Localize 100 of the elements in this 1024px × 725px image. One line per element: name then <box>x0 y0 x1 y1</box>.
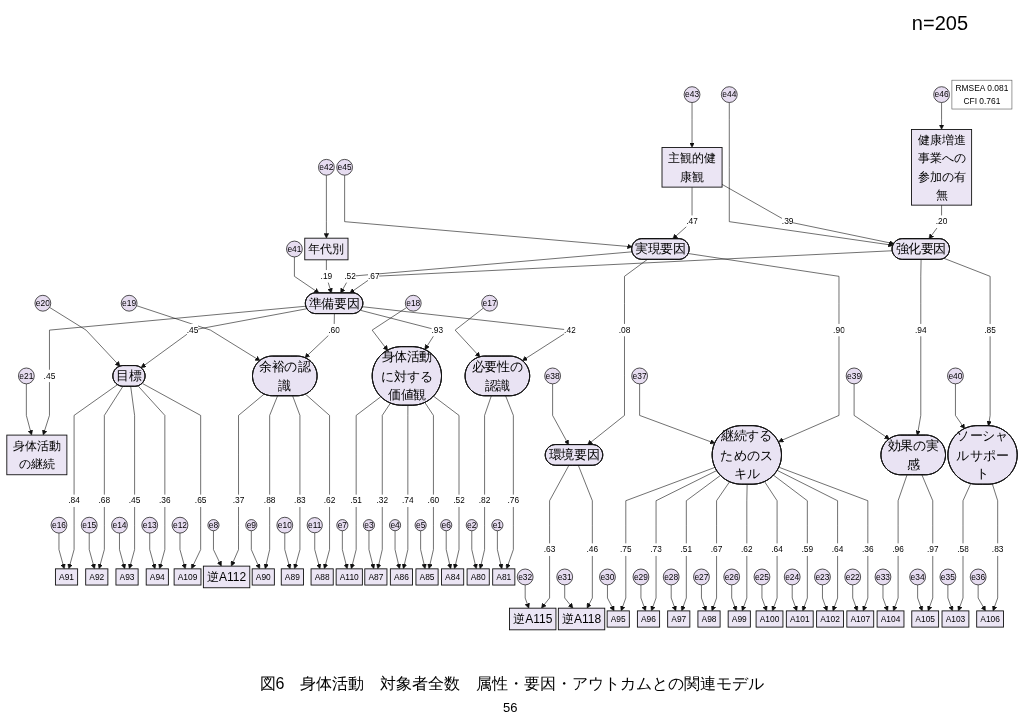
node-circle: e1 <box>491 519 504 532</box>
edge-label: .37 <box>232 495 245 506</box>
node-circle: e3 <box>363 519 375 532</box>
node-box: A87 <box>364 568 388 586</box>
node-circle: e7 <box>336 519 349 532</box>
node-circle: e21 <box>18 367 35 385</box>
edge-label: .47 <box>686 216 698 227</box>
node-circle: e25 <box>753 568 771 586</box>
node-circle: e24 <box>783 568 801 586</box>
node-circle: e26 <box>723 568 740 586</box>
node-circle: e6 <box>440 519 453 532</box>
node-circle: e44 <box>721 86 738 103</box>
node-box: A100 <box>755 610 784 628</box>
node-circle: e34 <box>909 568 926 586</box>
node-circle: e19 <box>120 294 138 312</box>
node-circle: e37 <box>631 367 648 385</box>
edge-label: .93 <box>431 325 444 335</box>
node-circle: e35 <box>939 568 957 586</box>
node-circle: e39 <box>845 367 863 385</box>
figure-caption: 図6 身体活動 対象者全数 属性・要因・アウトカムとの関連モデル <box>259 675 765 692</box>
node-circle: e32 <box>516 568 534 586</box>
node-box: A107 <box>846 610 875 628</box>
node-box: A81 <box>492 568 516 586</box>
node-box: A103 <box>941 610 970 628</box>
edge-label: .67 <box>710 544 723 555</box>
page-number: 56 <box>503 700 518 715</box>
node-box: A80 <box>466 568 490 586</box>
node-box: A94 <box>145 568 169 586</box>
node-box: A106 <box>976 610 1004 628</box>
node-box: A99 <box>727 610 751 628</box>
edge-label: .45 <box>43 370 56 381</box>
edge-label: .82 <box>478 495 491 506</box>
node-circle: e30 <box>599 568 616 586</box>
edge-label: .32 <box>376 495 389 506</box>
node-box: 年代別 <box>304 237 349 261</box>
node-circle: e40 <box>947 367 964 385</box>
edge-label: .52 <box>344 271 356 281</box>
node-circle: e12 <box>171 516 189 534</box>
edge-label: .64 <box>831 544 844 555</box>
node-box: A110 <box>335 568 363 586</box>
edge-label: .65 <box>194 495 207 506</box>
edge-label: .88 <box>263 495 276 506</box>
edge-label: .46 <box>586 544 599 555</box>
node-box: A105 <box>911 610 940 628</box>
edge-label: .73 <box>650 544 662 555</box>
edge-label: .76 <box>507 495 520 506</box>
edge-label: .45 <box>186 325 199 335</box>
node-box: A98 <box>697 610 721 628</box>
edge-label: .64 <box>771 544 783 555</box>
edge-label: .63 <box>543 544 556 555</box>
edge-label: .51 <box>680 544 693 555</box>
node-box: A88 <box>310 568 334 586</box>
node-circle: e20 <box>34 294 52 312</box>
node-box: A104 <box>876 610 905 628</box>
node-circle: e10 <box>276 516 294 534</box>
node-box: A95 <box>606 610 630 628</box>
node-box: 身体活動の継続 <box>6 434 68 476</box>
node-box: RMSEA 0.081 CFI 0.761 <box>951 79 1013 110</box>
edge-label: .62 <box>740 544 753 555</box>
node-circle: e22 <box>844 568 861 586</box>
edge-label: .45 <box>128 495 141 506</box>
node-circle: e41 <box>286 240 303 258</box>
node-box: 健康増進事業への参加の有無 <box>911 129 973 206</box>
node-circle: e31 <box>556 568 573 586</box>
node-circle: e23 <box>814 568 831 586</box>
node-circle: e18 <box>404 294 422 312</box>
edge-label: .36 <box>862 544 874 555</box>
node-circle: e9 <box>245 519 258 532</box>
node-box: A86 <box>389 568 413 586</box>
edge-label: .97 <box>926 544 939 555</box>
sample-size-note: n=205 <box>911 12 968 35</box>
node-circle: e11 <box>306 517 323 534</box>
node-circle: e33 <box>874 568 892 586</box>
edge-label: .60 <box>427 495 440 506</box>
node-circle: e43 <box>683 86 701 103</box>
edge-label: .67 <box>367 271 380 281</box>
node-circle: e8 <box>207 519 220 532</box>
node-circle: e15 <box>80 516 98 534</box>
node-circle: e2 <box>465 519 478 532</box>
node-box: A93 <box>115 568 139 586</box>
edge-label: .08 <box>618 325 631 335</box>
edge-label: .75 <box>619 544 632 555</box>
node-circle: e16 <box>50 516 68 534</box>
node-circle: e17 <box>481 294 498 312</box>
node-circle: e28 <box>662 568 680 586</box>
edge-label: .83 <box>294 495 306 506</box>
edge-label: .19 <box>320 271 333 281</box>
node-box: A89 <box>280 568 304 586</box>
node-box: A91 <box>55 568 79 586</box>
node-circle: e27 <box>693 568 710 586</box>
node-circle: e38 <box>544 367 561 385</box>
node-box: A85 <box>415 568 439 586</box>
edge-label: .59 <box>801 544 814 555</box>
node-circle: e42 <box>318 159 335 176</box>
edge-label: .94 <box>914 325 927 335</box>
node-circle: e46 <box>933 86 950 103</box>
edge-label: .20 <box>935 216 948 227</box>
edge-label: .60 <box>328 325 340 335</box>
node-box: A109 <box>173 568 202 586</box>
node-circle: e45 <box>336 159 353 176</box>
